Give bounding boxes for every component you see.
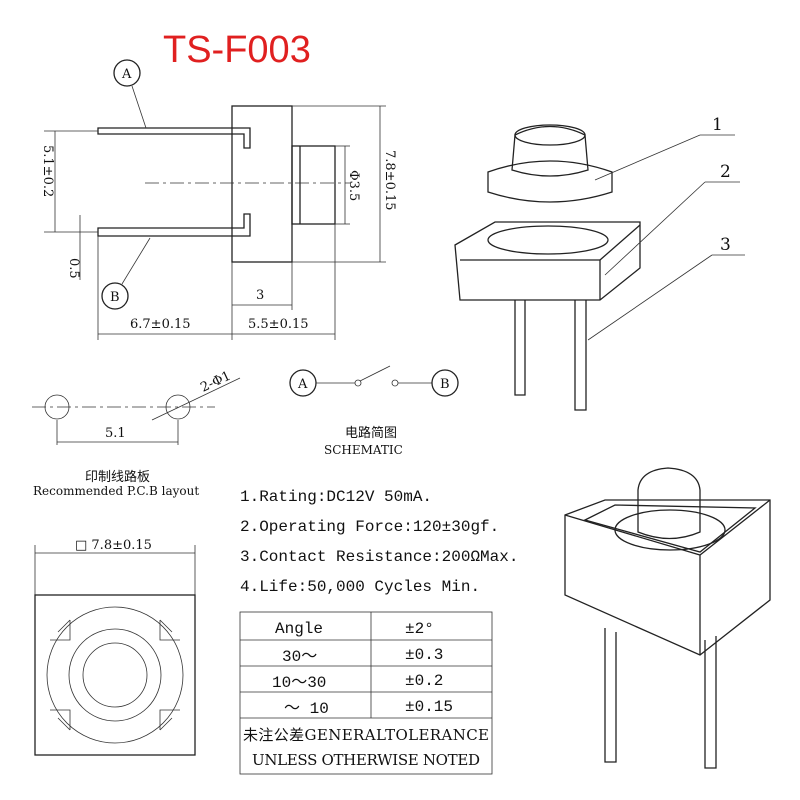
pcb-hole	[44, 394, 70, 420]
terminal-a: A	[297, 377, 308, 392]
dim-pin-length: 6.7±0.15	[130, 317, 191, 332]
actuator	[291, 145, 336, 225]
pcb-pitch: 5.1	[105, 426, 126, 441]
top-view: □ 7.8±0.15	[34, 538, 196, 756]
hole-label: 2-Φ1	[198, 369, 233, 396]
table-cell: ±2°	[405, 620, 434, 638]
part-label-3: 3	[720, 235, 731, 255]
dim-body: 5.5±0.15	[248, 317, 309, 332]
table-cell: Angle	[275, 620, 323, 638]
pin-left	[514, 300, 526, 396]
cap-top	[511, 125, 589, 177]
callout-a-circle	[113, 59, 141, 87]
assembled-pin	[704, 636, 717, 769]
part-label-2: 2	[720, 162, 731, 182]
callout-b-circle	[101, 282, 129, 310]
table-cell: ～ 10	[284, 700, 329, 718]
product-title: TS-F003	[163, 29, 311, 71]
assembled-actuator	[637, 467, 701, 540]
tolerance-note-2: UNLESS OTHERWISE NOTED	[252, 751, 480, 769]
top-view-dim: □ 7.8±0.15	[75, 538, 152, 553]
callout-b: B	[110, 290, 120, 305]
spec-rating: 1.Rating:DC12V 50mA.	[240, 488, 432, 506]
table-cell: 10～30	[272, 674, 326, 692]
spec-force: 2.Operating Force:120±30gf.	[240, 518, 499, 536]
spec-resistance: 3.Contact Resistance:200ΩMax.	[240, 548, 518, 566]
table-cell: ±0.3	[405, 646, 443, 664]
dim-pin-pitch: 5.1±0.2	[40, 145, 55, 197]
exploded-view: 1 2 3	[454, 115, 745, 411]
tolerance-table: Angle ±2° 30～ ±0.3 10～30 ±0.2 ～ 10 ±0.15…	[239, 611, 493, 775]
pcb-title-cn: 印制线路板	[85, 469, 150, 485]
spec-life: 4.Life:50,000 Cycles Min.	[240, 578, 480, 596]
schematic-title-cn: 电路简图	[345, 425, 397, 441]
switch-contact	[359, 365, 391, 382]
table-cell: 30～	[282, 648, 317, 666]
side-view: 7.8±0.15 Φ3.5 5.1±0.2 0.5 3 6.7±0.15 5.5…	[40, 59, 397, 340]
cap-flange	[487, 160, 613, 203]
table-cell: ±0.2	[405, 672, 443, 690]
switch-body	[231, 105, 293, 263]
dim-actuator-length: 3	[256, 288, 264, 303]
assembled-view	[564, 467, 771, 769]
assembled-pin	[604, 628, 617, 763]
part-label-1: 1	[712, 115, 723, 135]
pin-right	[574, 300, 587, 411]
upper-pin	[97, 127, 251, 149]
specifications: 1.Rating:DC12V 50mA. 2.Operating Force:1…	[240, 488, 518, 596]
dim-actuator-diameter: Φ3.5	[346, 170, 361, 201]
schematic-title-en: SCHEMATIC	[324, 443, 403, 457]
dim-pin-thickness: 0.5	[66, 258, 81, 279]
lower-pin	[97, 213, 251, 237]
base	[454, 221, 641, 301]
pcb-hole	[165, 394, 191, 420]
pcb-layout: 2-Φ1 5.1 印制线路板 Recommended P.C.B layout	[32, 369, 241, 498]
dim-height: 7.8±0.15	[382, 150, 397, 211]
tolerance-note-1: 未注公差GENERALTOLERANCE	[243, 726, 489, 744]
schematic: A B 电路简图 SCHEMATIC	[289, 365, 459, 457]
assembled-body	[564, 499, 771, 656]
terminal-b: B	[440, 377, 450, 392]
table-cell: ±0.15	[405, 698, 453, 716]
top-view-outline	[34, 594, 196, 756]
pcb-title-en: Recommended P.C.B layout	[33, 484, 199, 498]
callout-a: A	[121, 67, 132, 82]
